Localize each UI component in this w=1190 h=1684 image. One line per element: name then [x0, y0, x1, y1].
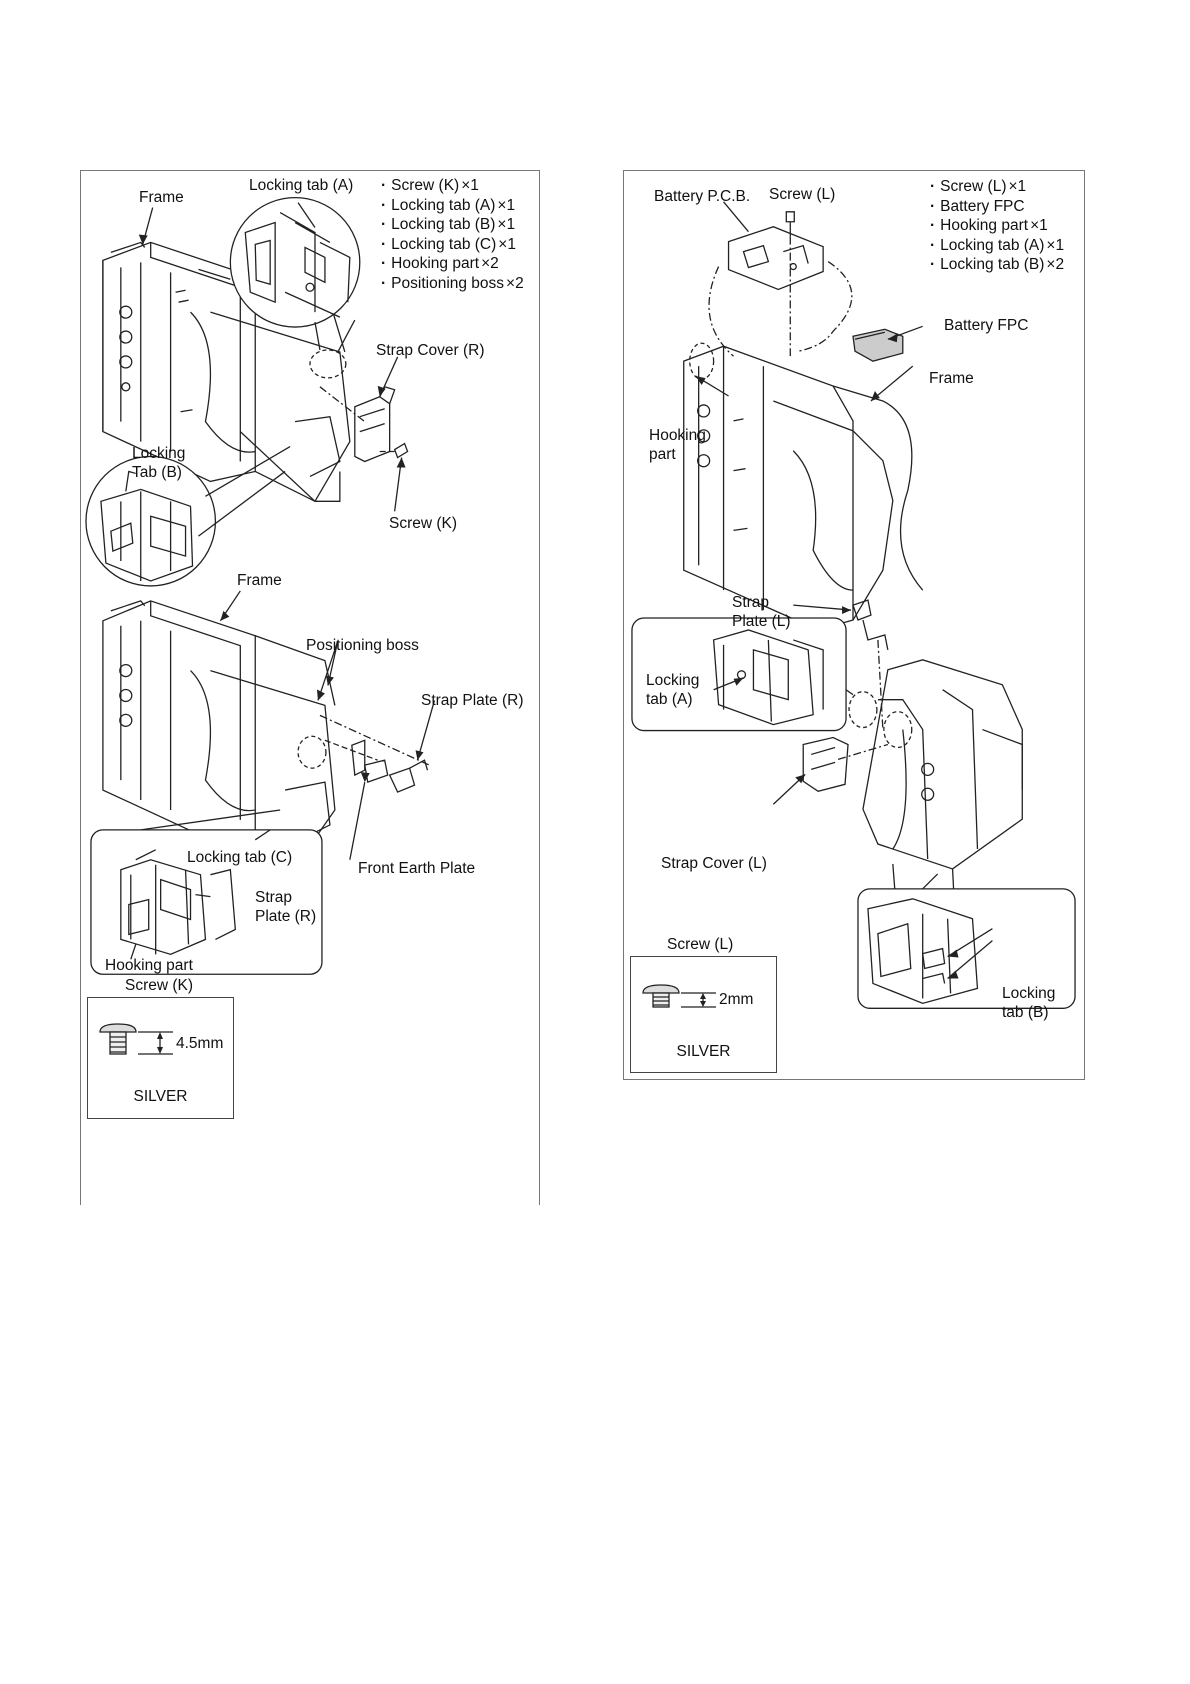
label-strap-cover-l: Strap Cover (L) — [661, 855, 767, 872]
battery-fpc-part — [852, 328, 904, 362]
right-disassembly-panel: Battery P.C.B. Screw (L) Battery FPC Fra… — [623, 170, 1085, 1080]
label-hooking-part-right: Hooking part — [649, 427, 706, 463]
label-locking-tab-c: Locking tab (C) — [187, 849, 293, 866]
screw-l-spec-box: 2mm SILVER — [630, 956, 777, 1073]
req-item: Locking tab (A)×1 — [381, 196, 524, 216]
strap-cover-l-part — [802, 736, 849, 792]
strap-plate-r-part — [388, 759, 429, 793]
screw-k-finish: SILVER — [133, 1088, 188, 1105]
screw-k-spec-box: 4.5mm SILVER — [87, 997, 234, 1119]
label-strap-cover-r: Strap Cover (R) — [376, 342, 485, 359]
left-disassembly-panel: Frame Locking tab (A) Strap Cover (R) Lo… — [80, 170, 540, 1205]
label-screw-k: Screw (K) — [389, 515, 458, 532]
inset-locking-tab-c — [120, 859, 237, 956]
left-exploded-drawing — [85, 196, 436, 975]
label-front-earth-plate: Front Earth Plate — [358, 860, 476, 877]
req-item: Locking tab (A)×1 — [930, 236, 1064, 256]
label-hooking-part: Hooking part — [105, 957, 193, 974]
label-locking-tab-b-right: Locking tab (B) — [1002, 985, 1056, 1021]
screw-l-length: 2mm — [719, 991, 754, 1008]
screw-l-title: Screw (L) — [667, 936, 734, 953]
req-item: Positioning boss×2 — [381, 274, 524, 294]
requirements-list: Screw (K)×1 Locking tab (A)×1 Locking ta… — [381, 176, 524, 293]
label-locking-tab-b: Locking Tab (B) — [132, 445, 186, 481]
label-strap-plate-r-inset: Strap Plate (R) — [255, 889, 317, 925]
label-strap-plate-l: Strap Plate (L) — [732, 594, 791, 630]
screw-k-length: 4.5mm — [176, 1035, 224, 1052]
req-item: Locking tab (C)×1 — [381, 235, 524, 255]
strap-cover-r-part — [354, 386, 396, 463]
battery-pcb-part — [727, 226, 824, 291]
req-item: Locking tab (B)×2 — [930, 255, 1064, 275]
right-exploded-drawing — [631, 201, 1076, 1009]
label-positioning-boss: Positioning boss — [306, 637, 419, 654]
req-item: Hooking part×1 — [930, 216, 1064, 236]
req-item: Locking tab (B)×1 — [381, 215, 524, 235]
screw-l-finish: SILVER — [676, 1043, 731, 1060]
req-item: Screw (L)×1 — [930, 177, 1064, 197]
label-locking-tab-a-right: Locking tab (A) — [646, 672, 700, 708]
screw-k-title: Screw (K) — [125, 977, 194, 994]
front-earth-plate-part — [351, 739, 389, 783]
label-locking-tab-a: Locking tab (A) — [249, 177, 354, 194]
strap-plate-l-part — [852, 599, 889, 651]
req-item: Screw (K)×1 — [381, 176, 524, 196]
inset-locking-tab-b — [85, 455, 217, 587]
req-item: Hooking part×2 — [381, 254, 524, 274]
inset-locking-tab-a — [229, 196, 361, 328]
label-frame-top: Frame — [139, 189, 184, 206]
label-battery-fpc: Battery FPC — [944, 317, 1029, 334]
screw-icon — [642, 984, 716, 1008]
screw-icon — [99, 1023, 173, 1055]
label-frame-right: Frame — [929, 370, 974, 387]
label-screw-l: Screw (L) — [769, 186, 836, 203]
label-frame-bottom: Frame — [237, 572, 282, 589]
frame-illustration-right — [683, 345, 924, 631]
label-strap-plate-r: Strap Plate (R) — [421, 692, 524, 709]
req-item: Battery FPC — [930, 197, 1064, 217]
label-battery-pcb: Battery P.C.B. — [654, 188, 751, 205]
inset-locking-tab-a-right — [712, 629, 824, 726]
requirements-list-right: Screw (L)×1 Battery FPC Hooking part×1 L… — [930, 177, 1064, 275]
frame-illustration-bottom — [102, 600, 336, 861]
